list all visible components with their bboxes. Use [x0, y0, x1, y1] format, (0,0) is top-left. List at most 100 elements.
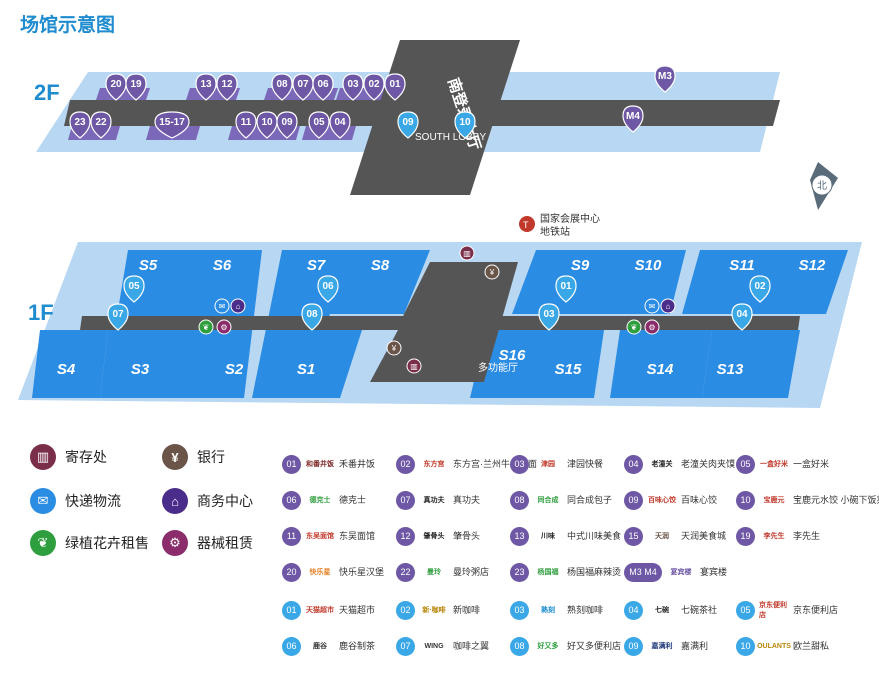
f2-pin-15-17[interactable]: 15-17 [154, 111, 190, 139]
f2-lobby-pin-10[interactable]: 10 [454, 111, 476, 139]
plant-icon[interactable]: ❦ [626, 319, 642, 335]
f1-pin-03[interactable]: 03 [538, 303, 560, 331]
express-icon[interactable]: ✉ [644, 298, 660, 314]
f1-pin-08[interactable]: 08 [301, 303, 323, 331]
f2-pin-19[interactable]: 19 [125, 73, 147, 101]
store-logo: 新·咖啡 [422, 607, 446, 614]
express-icon[interactable]: ✉ [214, 298, 230, 314]
f2-pin-12[interactable]: 12 [216, 73, 238, 101]
svg-text:¥: ¥ [489, 268, 495, 277]
equipment-icon[interactable]: ⚙ [216, 319, 232, 335]
pin-label: 04 [334, 117, 346, 128]
zone-s11: S11 [729, 257, 755, 274]
compass-label: 北 [817, 180, 827, 192]
floor-label-1f: 1F [28, 300, 54, 325]
bank-icon[interactable]: ¥ [484, 264, 500, 280]
svg-text:T: T [523, 220, 529, 230]
f2-pin-23[interactable]: 23 [69, 111, 91, 139]
store-logo: 京东便利店 [759, 602, 787, 619]
f2-pin-01[interactable]: 01 [384, 73, 406, 101]
store-logo: 曼玲 [427, 569, 441, 576]
equipment-icon[interactable]: ⚙ [644, 319, 660, 335]
store-number: 22 [396, 562, 415, 582]
store-name: 七碗茶社 [681, 604, 718, 615]
business-icon[interactable]: ⌂ [660, 298, 676, 314]
store-name: 嘉满利 [681, 640, 709, 651]
locker-icon[interactable]: ▥ [459, 245, 475, 261]
store-name: 宴宾楼 [700, 566, 728, 577]
floor-1f: 1F 多功能厅 [18, 242, 862, 408]
f2-pin-m3[interactable]: M3 [654, 65, 676, 93]
f1-pin-06[interactable]: 06 [317, 275, 339, 303]
f1-pin-02[interactable]: 02 [749, 275, 771, 303]
business-icon[interactable]: ⌂ [230, 298, 246, 314]
plant-icon[interactable]: ❦ [198, 319, 214, 335]
f2-pin-02[interactable]: 02 [363, 73, 385, 101]
store-name: 天猫超市 [339, 604, 376, 615]
pin-label: 10 [459, 117, 471, 128]
zone-s12: S12 [799, 257, 826, 274]
store-name: 中式川味美食 [567, 530, 622, 541]
f2-pin-m4[interactable]: M4 [622, 105, 644, 133]
store-logo: 好又多 [537, 643, 559, 650]
f2-lobby-pin-09[interactable]: 09 [397, 111, 419, 139]
f2-pin-05[interactable]: 05 [308, 111, 330, 139]
f1-pin-01[interactable]: 01 [555, 275, 577, 303]
store-number: 12 [396, 526, 415, 546]
f2-pin-08[interactable]: 08 [271, 73, 293, 101]
f1-center-hall [370, 262, 518, 382]
store-name: 好又多便利店 [567, 640, 622, 651]
store-name: 一盒好米 [793, 458, 830, 469]
f2-pin-22[interactable]: 22 [90, 111, 112, 139]
f1-pin-07[interactable]: 07 [107, 303, 129, 331]
bank-icon[interactable]: ¥ [386, 340, 402, 356]
f2-pin-09[interactable]: 09 [276, 111, 298, 139]
store-name: 百味心饺 [681, 494, 718, 505]
f2-pin-03[interactable]: 03 [342, 73, 364, 101]
metro-station: T 国家会展中心 地铁站 [519, 212, 600, 238]
locker-icon[interactable]: ▥ [406, 358, 422, 374]
pin-label: 07 [112, 309, 124, 320]
zone-s2: S2 [225, 361, 244, 378]
f2-pin-11[interactable]: 11 [235, 111, 257, 139]
f1-pin-04[interactable]: 04 [731, 303, 753, 331]
lobby-sub: SOUTH LOBBY [415, 132, 486, 143]
pin-label: 10 [261, 117, 273, 128]
f2-pin-13[interactable]: 13 [195, 73, 217, 101]
f2-pin-06[interactable]: 06 [312, 73, 334, 101]
metro-line1: 国家会展中心 [540, 212, 600, 225]
f2-pin-04[interactable]: 04 [329, 111, 351, 139]
f1-pin-05[interactable]: 05 [123, 275, 145, 303]
store-number: 04 [624, 600, 643, 620]
legend-business: ⌂ 商务中心 [162, 488, 253, 514]
